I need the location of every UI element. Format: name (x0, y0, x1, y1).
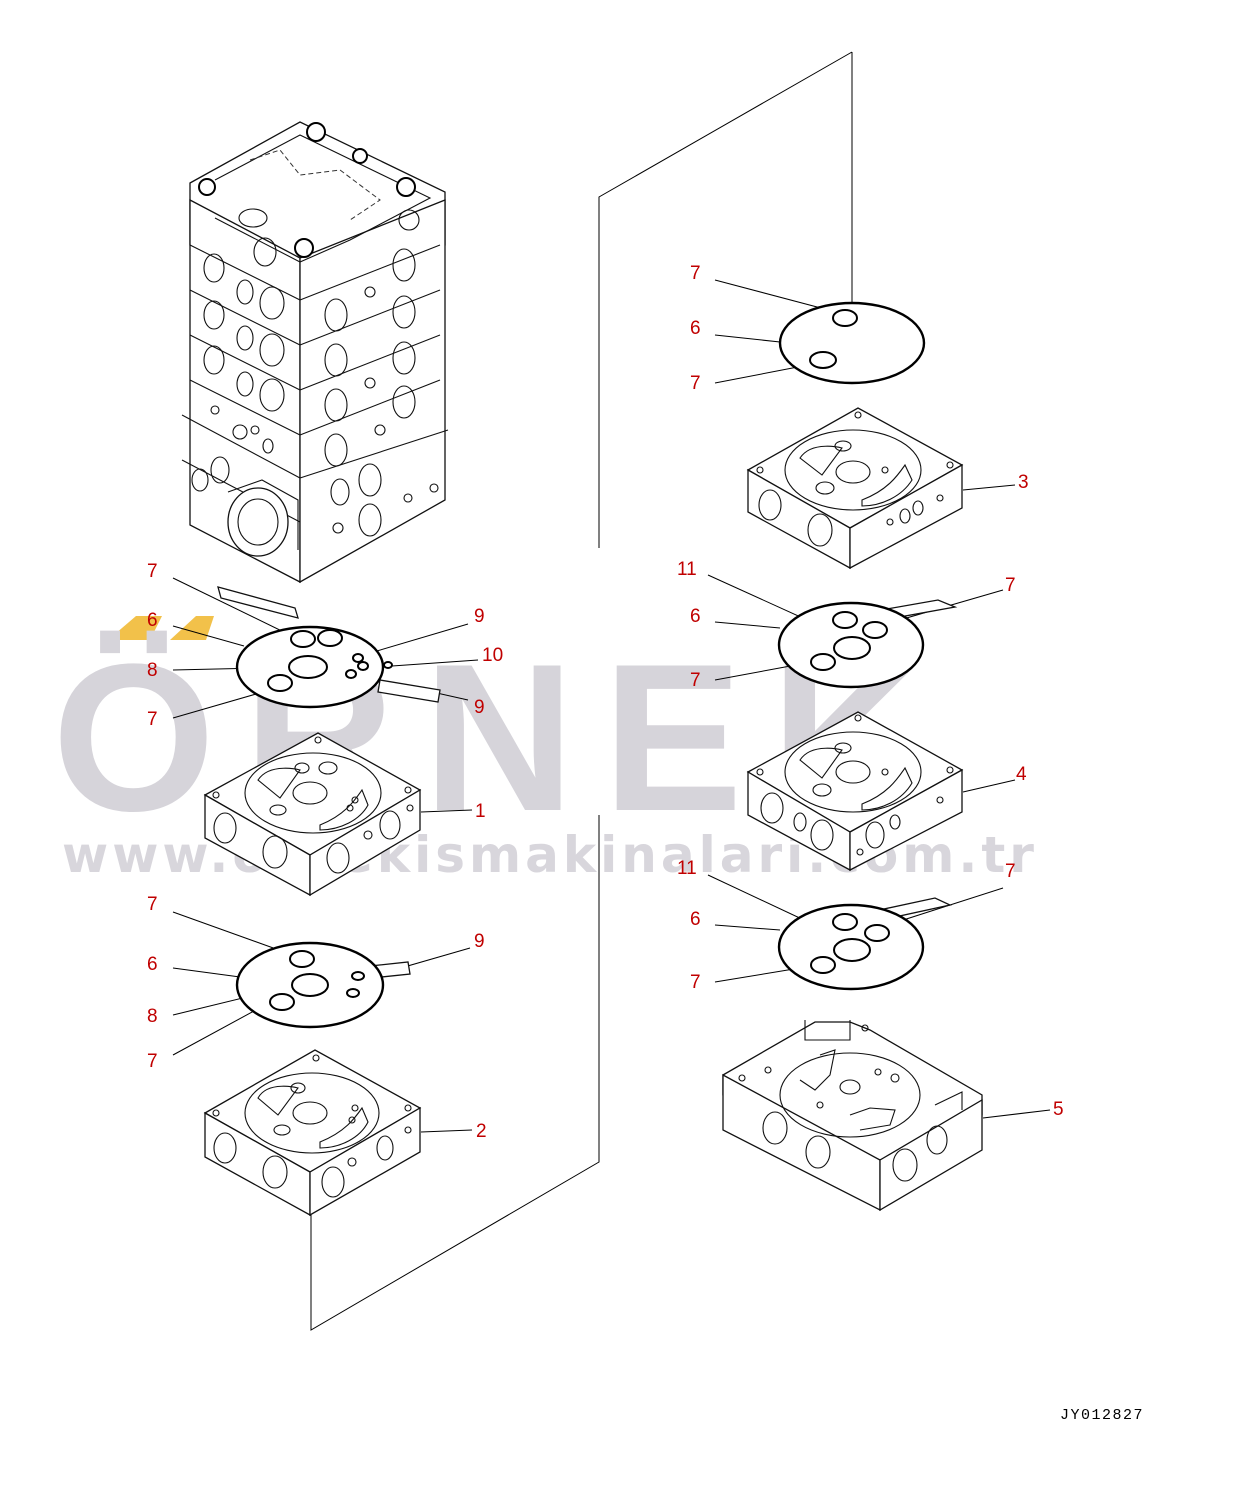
callout-g5-11: 11 (677, 858, 697, 879)
callout-g2-6: 6 (147, 954, 158, 975)
callout-g1-9-top: 9 (474, 606, 485, 627)
callout-g2-7-bottom: 7 (147, 1051, 158, 1072)
callout-g1-7-top: 7 (147, 561, 158, 582)
valve-section-4: 4 (746, 711, 1027, 872)
gasket-group-4: 11 6 7 7 (677, 559, 1016, 691)
callout-g4-6: 6 (690, 606, 701, 627)
callout-g2-7-top: 7 (147, 894, 158, 915)
callout-part-4: 4 (1016, 764, 1027, 785)
callout-g3-6: 6 (690, 318, 701, 339)
callout-g4-7-right: 7 (1005, 575, 1016, 596)
callout-g2-9: 9 (474, 931, 485, 952)
gasket-group-3: 7 6 7 (690, 263, 926, 394)
callout-g3-7-bottom: 7 (690, 373, 701, 394)
callout-g4-7-bottom: 7 (690, 670, 701, 691)
watermark-accent-left (108, 616, 162, 640)
callout-part-1: 1 (475, 801, 486, 822)
valve-section-5: 5 (722, 1020, 1064, 1212)
callout-g5-7-bottom: 7 (690, 972, 701, 993)
callout-g1-9-bottom: 9 (474, 697, 485, 718)
callout-g1-10: 10 (482, 645, 503, 666)
callout-g5-7-right: 7 (1005, 861, 1016, 882)
gasket-group-2: 7 6 8 7 9 (147, 894, 485, 1072)
callout-part-2: 2 (476, 1121, 487, 1142)
valve-section-3: 3 (746, 407, 1029, 570)
control-valve-assembly (181, 121, 449, 584)
drawing-code: JY012827 (1060, 1407, 1144, 1424)
callout-g3-7-top: 7 (690, 263, 701, 284)
assembly-frame-lines (310, 51, 853, 1331)
callout-g1-6: 6 (147, 610, 158, 631)
callout-g1-7-bottom: 7 (147, 709, 158, 730)
callout-g1-8: 8 (147, 660, 158, 681)
gasket-group-5: 11 6 7 7 (677, 858, 1016, 993)
callout-g5-6: 6 (690, 909, 701, 930)
callout-g4-11: 11 (677, 559, 697, 580)
callout-part-5: 5 (1053, 1099, 1064, 1120)
gasket-group-1: 7 6 8 7 9 10 9 (147, 561, 503, 730)
valve-section-2: 2 (203, 1049, 487, 1217)
callout-g2-8: 8 (147, 1006, 158, 1027)
valve-section-1: 1 (203, 732, 486, 897)
callout-part-3: 3 (1018, 472, 1029, 493)
